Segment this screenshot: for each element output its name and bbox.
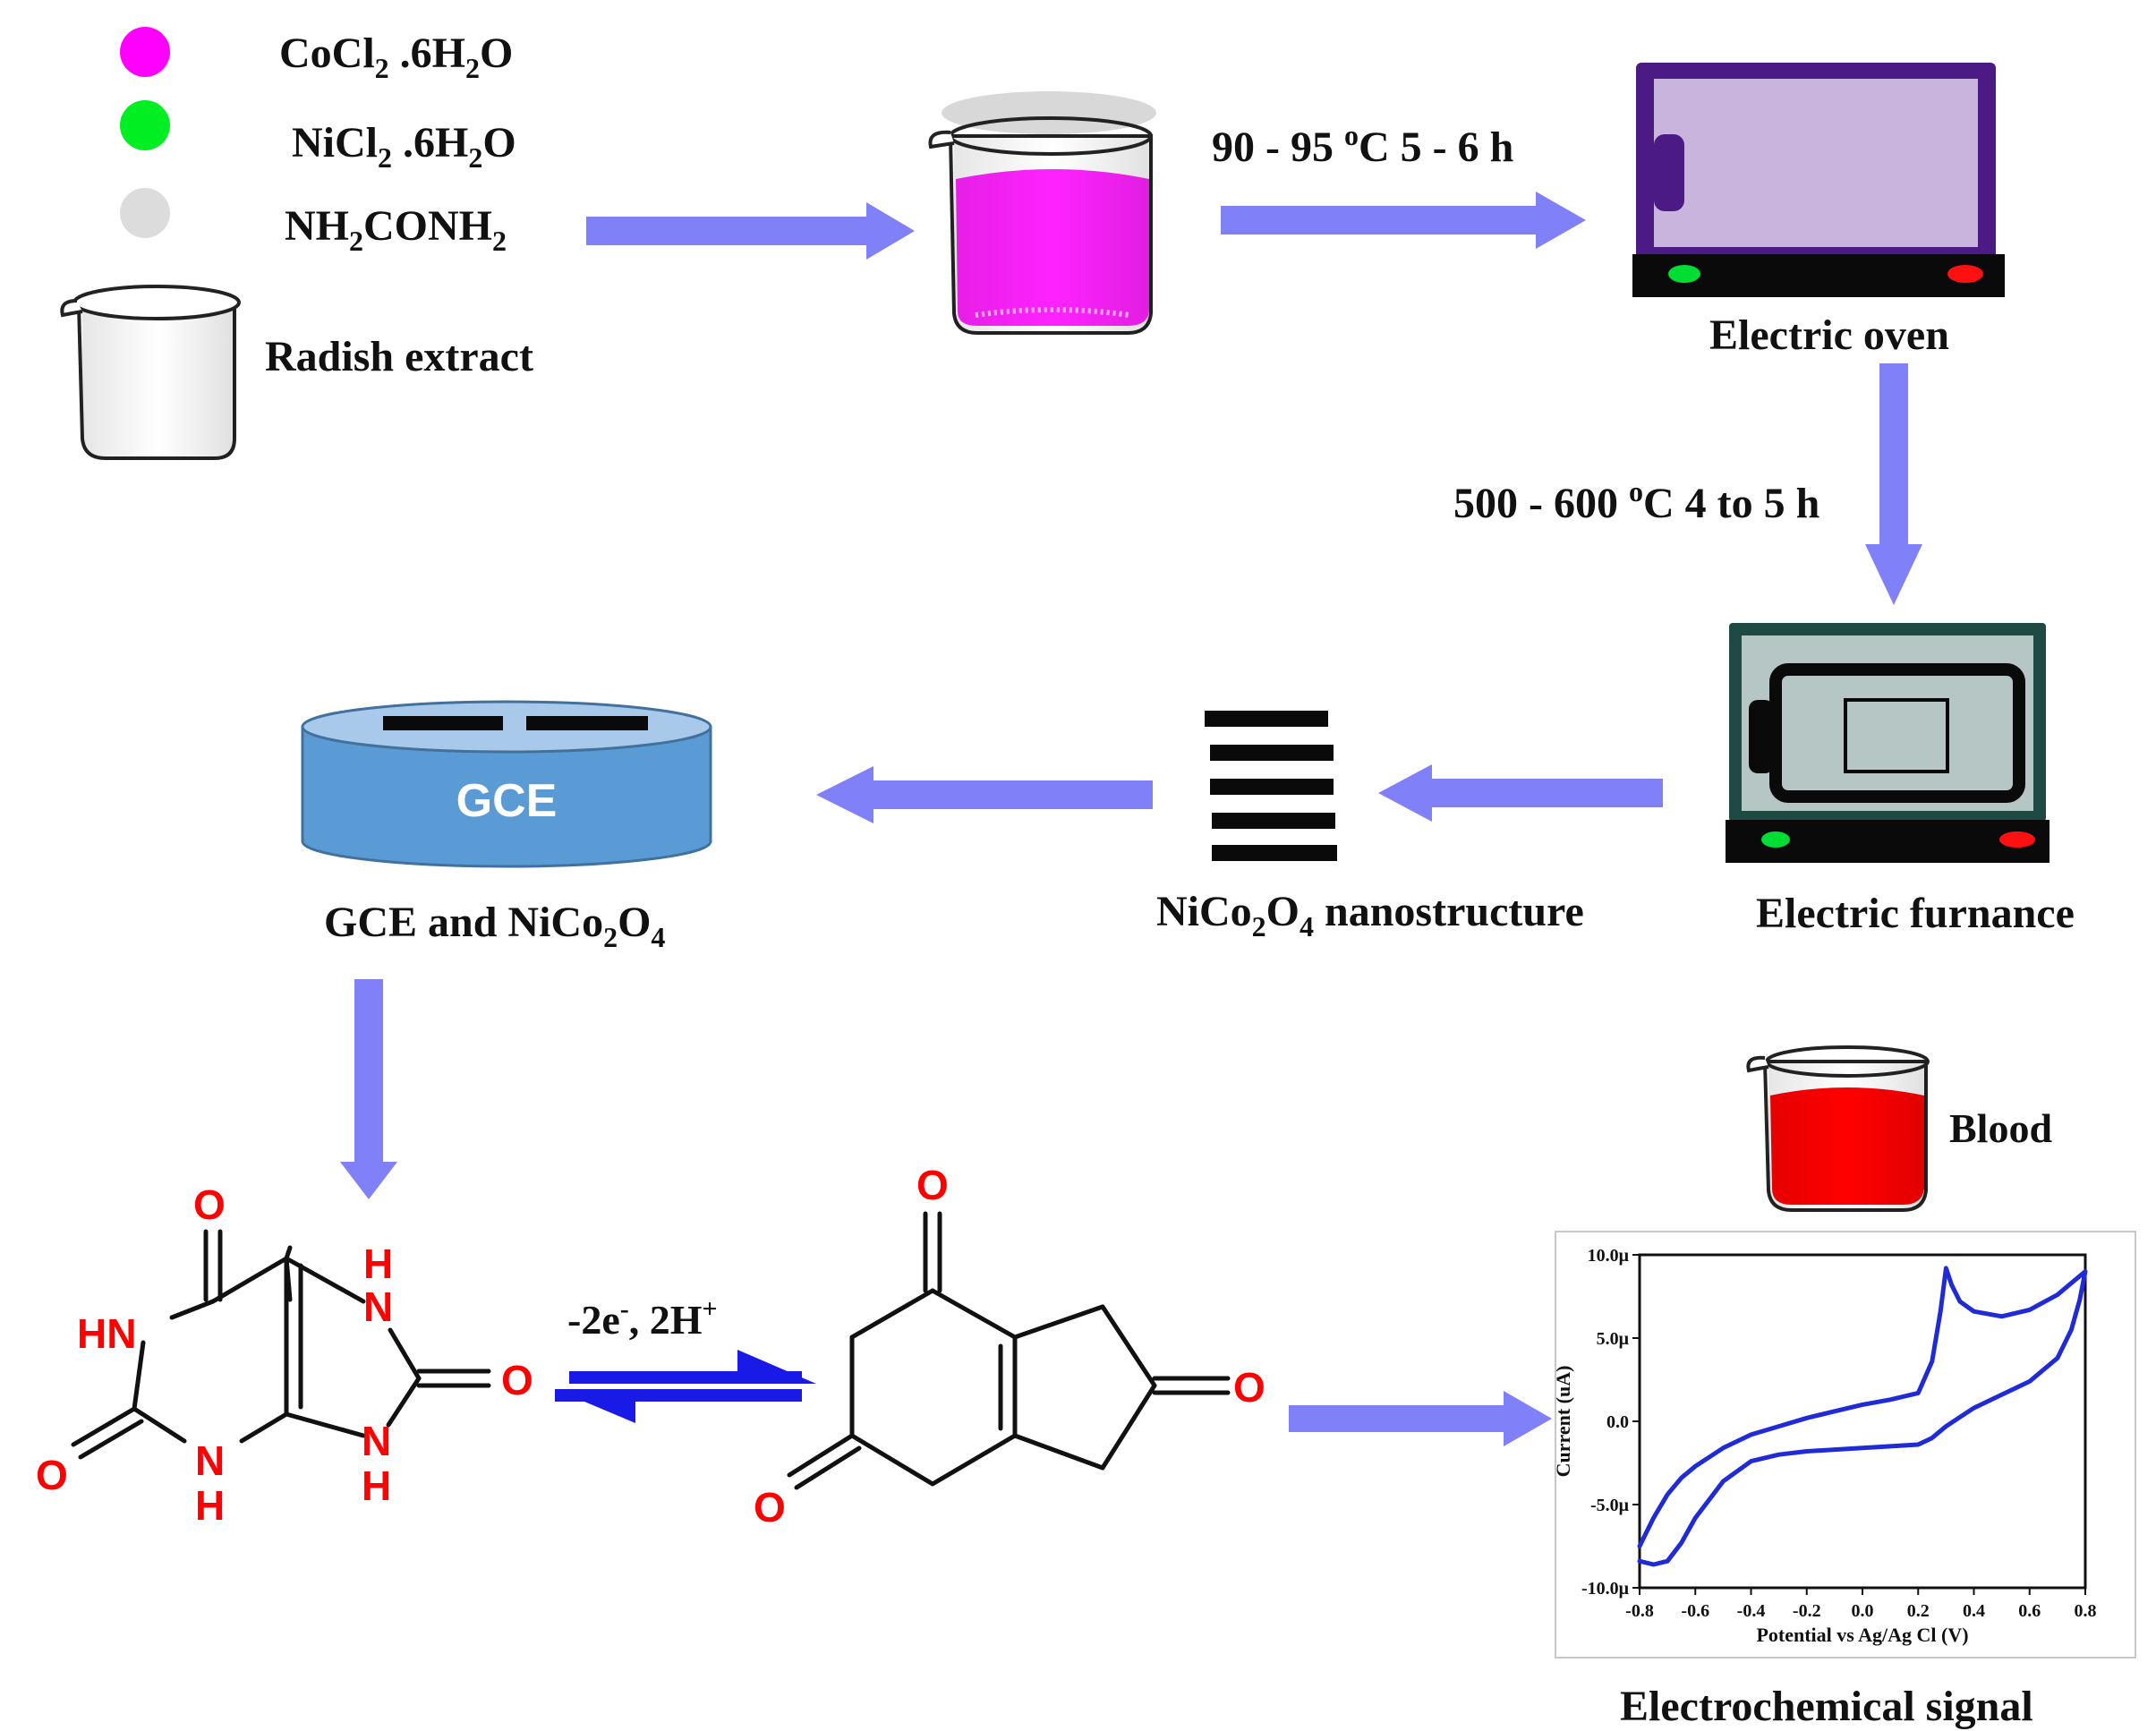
- x-tick-label: 0.0: [1852, 1601, 1874, 1621]
- cocl2-label: CoCl2 .6H2O: [279, 30, 513, 84]
- blood-label: Blood: [1949, 1105, 2052, 1151]
- arrow-calcine: [1865, 363, 1922, 605]
- y-tick-label: 0.0: [1606, 1412, 1629, 1432]
- gce-text: GCE: [456, 775, 558, 827]
- x-axis-label: Potential vs Ag/Ag Cl (V): [1756, 1624, 1968, 1646]
- y-tick-label: -10.0μ: [1581, 1579, 1630, 1599]
- atom-h-right: H: [362, 1462, 391, 1509]
- heating-condition: 90 - 95 oC 5 - 6 h: [1212, 119, 1513, 171]
- nicl2-label: NiCl2 .6H2O: [292, 119, 516, 174]
- y-tick-label: -5.0μ: [1590, 1496, 1630, 1515]
- x-tick-label: 0.6: [2018, 1601, 2041, 1621]
- electric-oven-label: Electric oven: [1709, 311, 1949, 359]
- urea-dot: [120, 188, 170, 238]
- electric-furnace-label: Electric furnance: [1756, 890, 2075, 937]
- chart-panel: [1555, 1231, 2136, 1659]
- atom-h-bottom: H: [195, 1482, 225, 1529]
- y-tick-label: 5.0μ: [1597, 1329, 1630, 1349]
- reaction-beaker: [928, 91, 1156, 335]
- oxidized-product-structure: [787, 1211, 1231, 1490]
- electron-transfer-label: -2e-, 2H+: [567, 1294, 718, 1343]
- atom-hn: HN: [77, 1310, 136, 1357]
- nanostructure-label: NiCo2O4 nanostructure: [1156, 888, 1584, 942]
- atom-n-top: N: [363, 1283, 393, 1330]
- x-tick-label: 0.8: [2075, 1601, 2097, 1621]
- arrow-mix: [586, 202, 915, 260]
- uric-acid-atoms: O HN O N H H N N H O: [36, 1181, 533, 1529]
- atom-o-right: O: [501, 1357, 533, 1403]
- nickel-chloride-dot: [120, 100, 170, 150]
- x-tick-label: -0.2: [1793, 1601, 1821, 1621]
- product-o-left: O: [754, 1484, 786, 1531]
- gce-nico2o4-label: GCE and NiCo2O4: [324, 899, 665, 953]
- x-tick-label: -0.6: [1681, 1601, 1709, 1621]
- product-o-right: O: [1233, 1364, 1265, 1411]
- arrow-heat: [1221, 192, 1586, 249]
- x-tick-label: 0.4: [1963, 1601, 1985, 1621]
- x-tick-label: -0.8: [1625, 1601, 1654, 1621]
- atom-h-top: H: [363, 1241, 393, 1287]
- atom-o-left: O: [36, 1452, 68, 1498]
- uric-acid-structure: [71, 1229, 491, 1460]
- arrow-to-detection: [340, 979, 397, 1199]
- arrow-to-signal: [1289, 1391, 1552, 1446]
- urea-label: NH2CONH2: [285, 202, 507, 257]
- electric-furnace: [1726, 623, 2049, 863]
- product-atoms: O O O: [754, 1162, 1265, 1531]
- cobalt-chloride-dot: [120, 27, 170, 77]
- nanostructure-icon: [1205, 711, 1337, 861]
- radish-extract-beaker: [60, 285, 241, 460]
- product-o-top: O: [916, 1162, 949, 1208]
- arrow-to-gce: [816, 766, 1153, 823]
- cv-curve: [1637, 1266, 2088, 1567]
- electric-oven: [1632, 63, 2005, 297]
- x-tick-label: -0.4: [1737, 1601, 1766, 1621]
- atom-n-bottom: N: [195, 1437, 225, 1484]
- equilibrium-arrows: [555, 1350, 816, 1423]
- y-axis-label: Current (uA): [1552, 1366, 1574, 1478]
- x-tick-label: 0.2: [1907, 1601, 1930, 1621]
- gce-electrode: [301, 700, 712, 868]
- radish-extract-label: Radish extract: [265, 333, 533, 380]
- electrochemical-signal-label: Electrochemical signal: [1620, 1683, 2033, 1730]
- y-tick-label: 10.0μ: [1588, 1246, 1630, 1266]
- calcination-condition: 500 - 600 oC 4 to 5 h: [1453, 475, 1819, 527]
- cv-chart: -0.8 -0.6 -0.4 -0.2 0.0 0.2 0.4 0.6 0.8 10.0μ 5.0μ…: [1552, 1246, 2097, 1646]
- atom-n-right: N: [362, 1418, 391, 1464]
- atom-o-top: O: [193, 1181, 226, 1228]
- arrow-to-nanostructure: [1378, 764, 1663, 822]
- blood-beaker: [1746, 1045, 1930, 1212]
